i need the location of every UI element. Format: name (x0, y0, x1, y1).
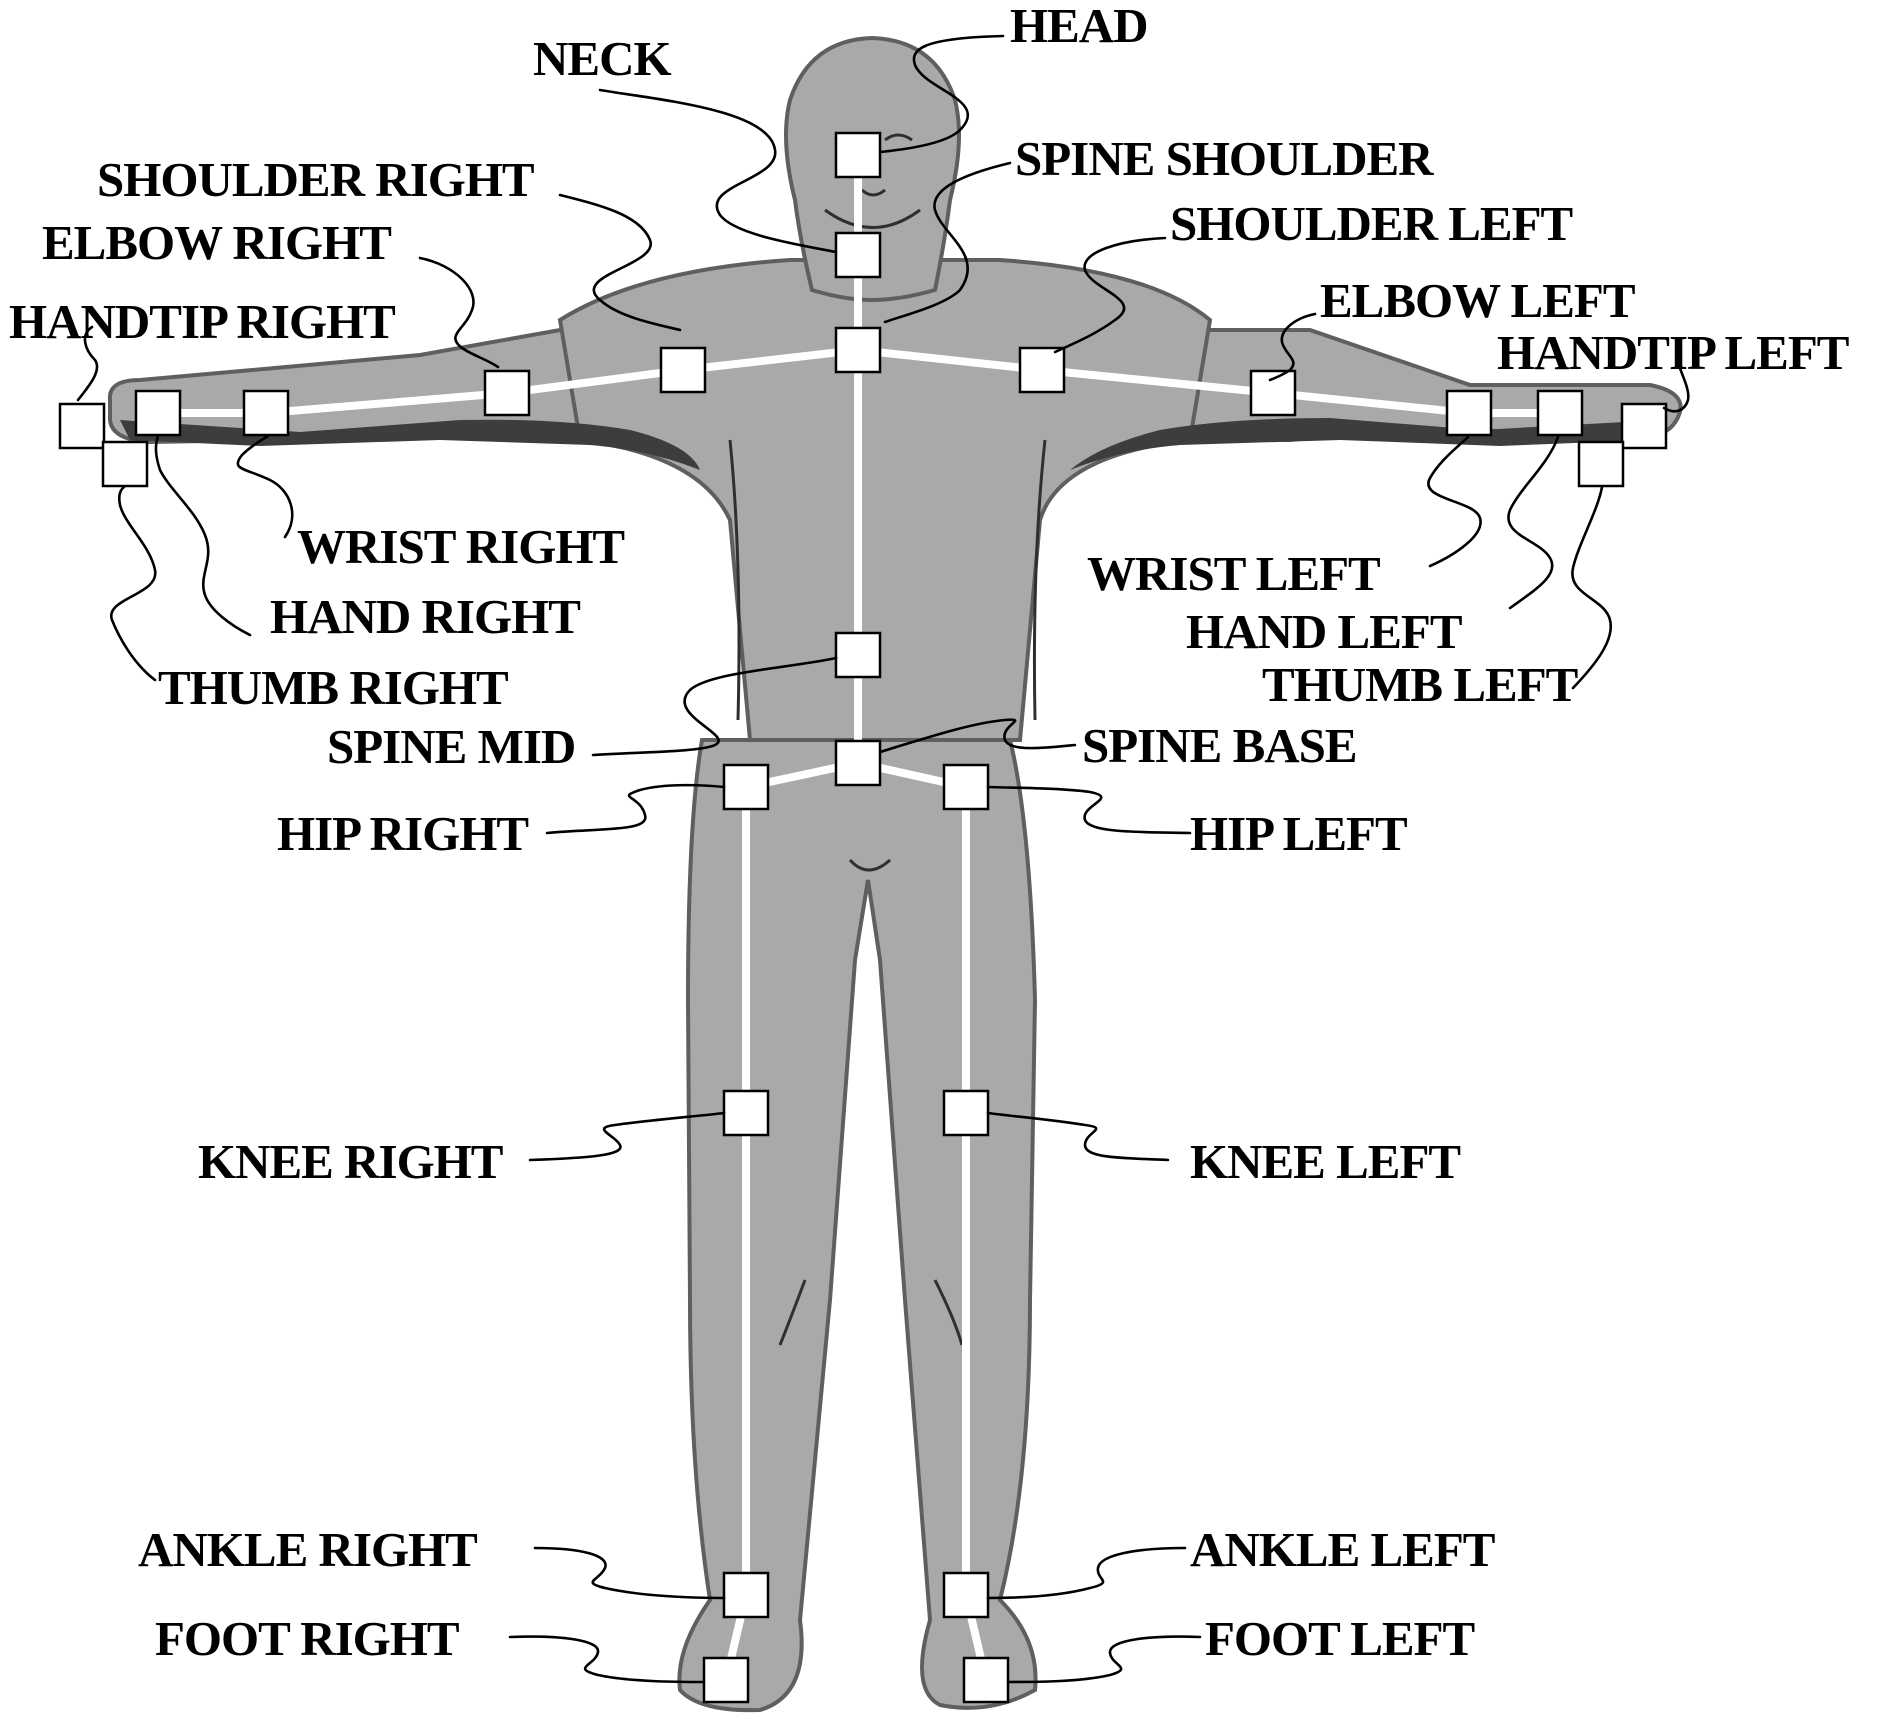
bone-elbow-right-wrist-right (262, 389, 511, 417)
leader-spine-base (878, 718, 1077, 754)
joint-head (834, 131, 882, 179)
torso-edge-detail (728, 439, 1047, 1346)
leader-thumb-left (1571, 485, 1613, 690)
leader-ankle-left (986, 1546, 1187, 1600)
joint-hip-right (722, 763, 770, 811)
left-arm-shading (1070, 418, 1660, 470)
torso-shape (557, 258, 1213, 742)
joint-neck (834, 231, 882, 279)
leader-wrist-right (236, 434, 294, 539)
label-shoulder-left: SHOULDER LEFT (1170, 196, 1573, 251)
bone-spine-shoulder-shoulder-right (679, 346, 862, 374)
leader-wrist-left (1427, 435, 1482, 568)
leader-foot-right (508, 1635, 706, 1684)
leader-spine-shoulder (883, 161, 1012, 324)
joint-ankle-left (942, 1571, 990, 1619)
joint-ankle-right (722, 1571, 770, 1619)
skeleton-joints (58, 131, 1668, 1704)
joint-knee-left (942, 1089, 990, 1137)
leader-hand-right (154, 434, 252, 637)
leader-shoulder-right (558, 193, 682, 332)
leader-shoulder-left (1053, 236, 1167, 354)
label-spine-base: SPINE BASE (1082, 718, 1357, 773)
label-ankle-right: ANKLE RIGHT (138, 1522, 477, 1577)
label-spine-mid: SPINE MID (327, 719, 575, 774)
label-ankle-left: ANKLE LEFT (1190, 1522, 1495, 1577)
joint-thumb-right (101, 440, 149, 488)
joint-handtip-left (1620, 402, 1668, 450)
leader-elbow-right (418, 256, 500, 369)
bone-shoulder-left-elbow-left (1038, 366, 1277, 397)
label-wrist-left: WRIST LEFT (1087, 546, 1380, 601)
bone-elbow-left-wrist-left (1269, 389, 1473, 417)
joint-thumb-left (1577, 440, 1625, 488)
leader-knee-right (528, 1111, 726, 1162)
joint-shoulder-right (659, 346, 707, 394)
leader-head (878, 34, 1005, 154)
joint-foot-left (962, 1656, 1010, 1704)
leader-ankle-right (533, 1546, 726, 1600)
bone-shoulder-right-elbow-right (503, 366, 687, 397)
joint-labels: HEAD NECK SPINE SHOULDER SHOULDER RIGHT … (9, 0, 1850, 1666)
leader-thumb-right (110, 485, 157, 682)
label-hand-left: HAND LEFT (1186, 604, 1462, 659)
label-knee-right: KNEE RIGHT (198, 1134, 503, 1189)
legs-shape (677, 738, 1038, 1713)
leader-foot-left (1006, 1635, 1202, 1684)
label-elbow-left: ELBOW LEFT (1320, 273, 1635, 328)
label-thumb-right: THUMB RIGHT (158, 660, 508, 715)
joint-spine-base (834, 739, 882, 787)
leader-handtip-left (1662, 366, 1690, 413)
leader-knee-left (986, 1111, 1170, 1162)
label-hand-right: HAND RIGHT (270, 589, 580, 644)
label-handtip-right: HANDTIP RIGHT (9, 294, 395, 349)
label-head: HEAD (1010, 0, 1148, 53)
leader-lines (76, 34, 1690, 1684)
label-hip-left: HIP LEFT (1190, 806, 1407, 861)
leader-elbow-left (1268, 312, 1317, 382)
label-spine-shoulder: SPINE SHOULDER (1015, 131, 1434, 186)
label-elbow-right: ELBOW RIGHT (42, 215, 391, 270)
label-hip-right: HIP RIGHT (277, 806, 528, 861)
joint-wrist-right (242, 389, 290, 437)
joint-wrist-left (1445, 389, 1493, 437)
label-foot-left: FOOT LEFT (1205, 1611, 1475, 1666)
leader-hip-left (986, 785, 1192, 835)
label-knee-left: KNEE LEFT (1190, 1134, 1460, 1189)
leader-spine-mid (591, 656, 838, 757)
leader-hip-right (545, 783, 726, 835)
leader-hand-left (1507, 435, 1560, 610)
leader-neck (598, 88, 838, 254)
joint-elbow-right (483, 369, 531, 417)
bone-spine-shoulder-shoulder-left (854, 346, 1046, 374)
joint-spine-shoulder (834, 326, 882, 374)
label-handtip-left: HANDTIP LEFT (1497, 325, 1849, 380)
leader-handtip-right (76, 325, 99, 402)
joint-hand-left (1536, 389, 1584, 437)
joint-handtip-right (58, 402, 106, 450)
joint-knee-right (722, 1089, 770, 1137)
joint-shoulder-left (1018, 346, 1066, 394)
label-wrist-right: WRIST RIGHT (297, 519, 624, 574)
joint-spine-mid (834, 631, 882, 679)
joint-hip-left (942, 763, 990, 811)
label-neck: NECK (533, 31, 671, 86)
joint-hand-right (134, 389, 182, 437)
joint-foot-right (702, 1656, 750, 1704)
label-shoulder-right: SHOULDER RIGHT (97, 152, 534, 207)
label-foot-right: FOOT RIGHT (155, 1611, 459, 1666)
label-thumb-left: THUMB LEFT (1262, 657, 1578, 712)
